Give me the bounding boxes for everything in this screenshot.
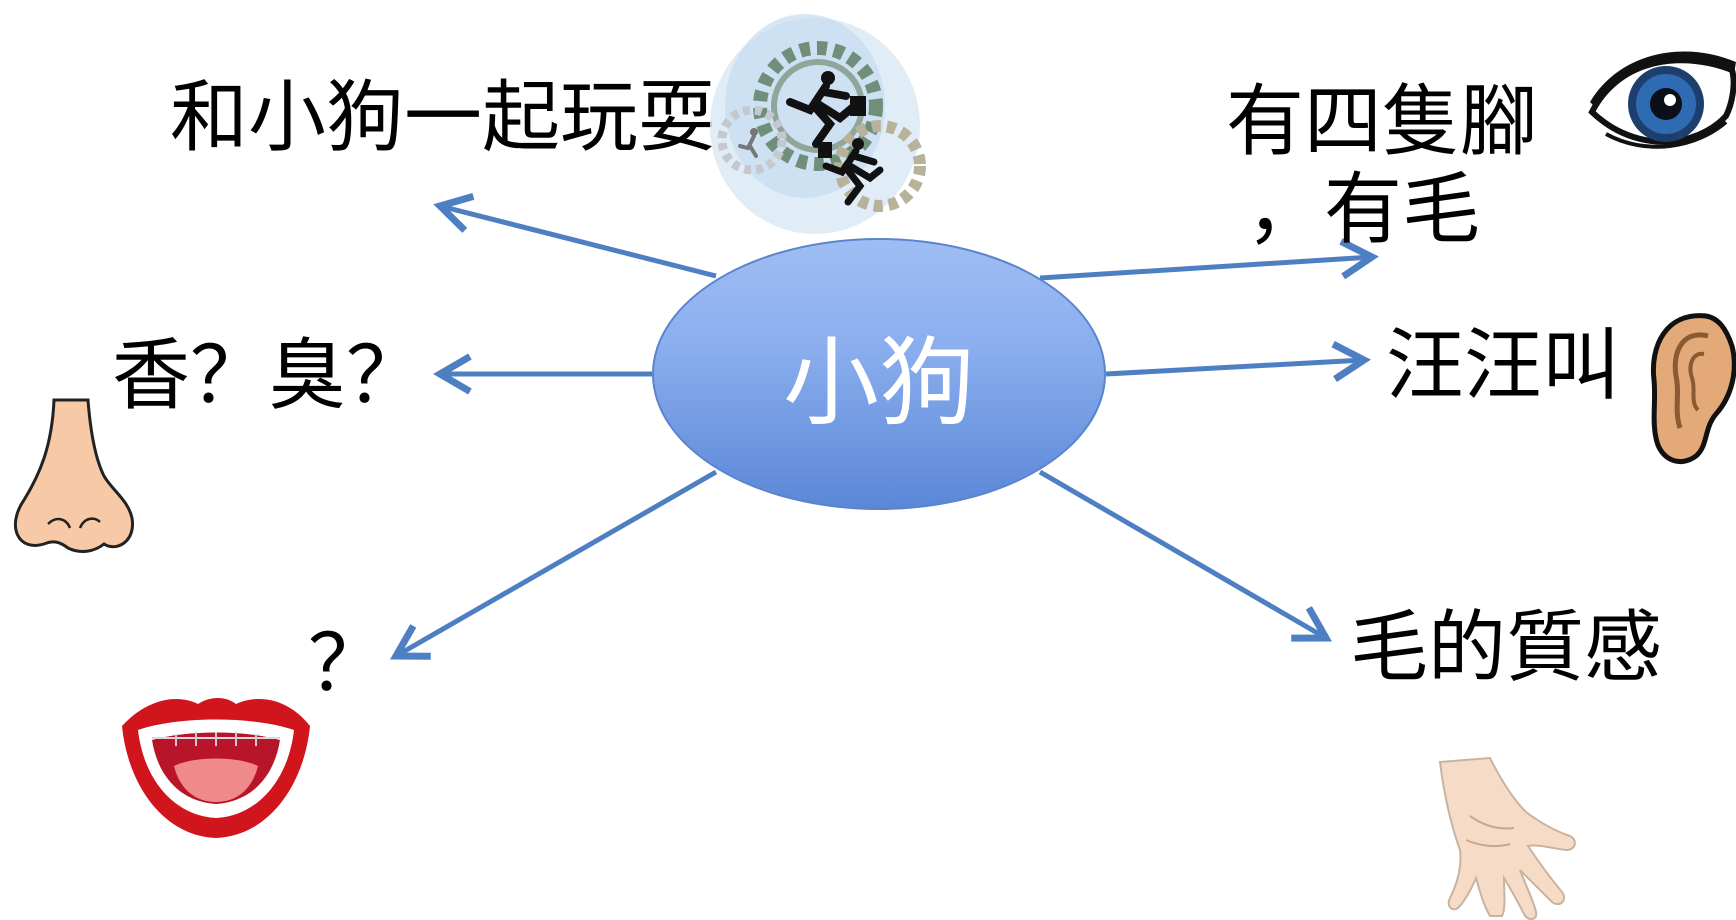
arrow-play <box>433 193 717 279</box>
label-taste: ？ <box>308 619 387 709</box>
nose-icon <box>13 398 134 553</box>
center-label: 小狗 <box>783 326 975 439</box>
label-hear: 汪汪叫 <box>1386 321 1621 411</box>
center-node: 小狗 <box>652 238 1106 510</box>
arrow-taste <box>389 469 718 660</box>
label-see-line1: 有四隻腳 <box>1226 77 1539 167</box>
label-play: 和小狗一起玩耍 <box>170 73 717 163</box>
label-see-line2: ，有毛 <box>1246 165 1481 255</box>
arrow-see <box>1039 238 1379 281</box>
eye-icon <box>1588 51 1736 149</box>
label-smell: 香？臭？ <box>112 331 425 421</box>
arrow-hear <box>1105 341 1371 383</box>
ear-icon <box>1650 313 1736 464</box>
hand-icon <box>1438 756 1576 920</box>
label-touch: 毛的質感 <box>1350 603 1663 693</box>
mouth-icon <box>122 698 310 838</box>
running-businessmen-gears-icon <box>710 14 926 234</box>
arrow-touch <box>1038 469 1333 642</box>
